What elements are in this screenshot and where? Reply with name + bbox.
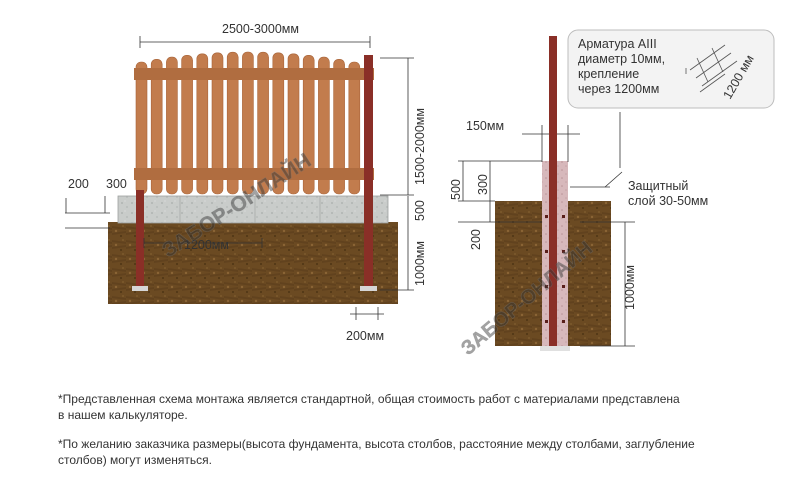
concrete-joints (179, 196, 321, 223)
post-footing-right (360, 286, 377, 291)
note-custom-sizes: *По желанию заказчика размеры(высота фун… (58, 436, 758, 468)
fence-picket (226, 51, 239, 195)
section-footing (540, 346, 570, 351)
protective-layer-label-1: Защитный (628, 179, 688, 193)
post-spacing-label: 1200мм (184, 238, 229, 252)
fence-picket (333, 58, 345, 195)
note-2-line-1: *По желанию заказчика размеры(высота фун… (58, 437, 695, 451)
fence-post-left (136, 190, 144, 288)
fence-picket (166, 56, 178, 195)
concrete-strip (117, 195, 389, 224)
pit-width-label: 200мм (346, 329, 384, 343)
callout-line-4: через 1200мм (578, 82, 659, 96)
fence-picket (242, 51, 254, 195)
fence-picket (272, 52, 285, 195)
picket-group (135, 51, 361, 195)
fence-picket (150, 58, 163, 195)
fence-height-label: 1500-2000мм (413, 108, 427, 185)
fence-picket (302, 54, 315, 195)
fence-picket (287, 53, 300, 195)
protective-layer-label-2: слой 30-50мм (628, 194, 708, 208)
section-200-label: 200 (469, 229, 483, 250)
fence-picket (196, 53, 209, 195)
base-200-label: 200 (68, 177, 89, 191)
dimension-lines-right (458, 112, 635, 347)
callout-line-3: крепление (578, 67, 639, 81)
fence-picket (348, 61, 361, 195)
section-300-label: 300 (476, 174, 490, 195)
pipe-150-label: 150мм (466, 119, 504, 133)
callout-line-2: диаметр 10мм, (578, 52, 665, 66)
rebar-marks (545, 215, 565, 323)
fence-picket (257, 51, 269, 195)
fence-rail-top (134, 68, 374, 80)
depth-left-label: 1000мм (413, 241, 427, 286)
cross-section (495, 36, 611, 351)
base-500-label: 500 (413, 200, 427, 221)
fence-picket (181, 54, 193, 195)
callout-box (567, 29, 775, 109)
rebar-callout: Арматура AIII диаметр 10мм, крепление че… (567, 29, 775, 109)
note-2-line-2: столбов) могут изменяться. (58, 453, 212, 467)
metal-post-section (549, 36, 557, 346)
section-500-label: 500 (449, 179, 463, 200)
fence-post-right (364, 55, 373, 288)
soil-block-left (108, 222, 398, 304)
fence-picket (318, 56, 330, 195)
note-1-line-2: в нашем калькуляторе. (58, 408, 188, 422)
fence-elevation (108, 51, 398, 304)
base-300-label: 300 (106, 177, 127, 191)
section-depth-label: 1000мм (623, 265, 637, 310)
fence-rail-bottom (134, 168, 374, 180)
rebar-cage-icon (685, 44, 738, 93)
post-footing-left (132, 286, 148, 291)
note-1-line-1: *Представленная схема монтажа является с… (58, 392, 680, 406)
dimension-lines-left (65, 36, 414, 320)
fence-picket (211, 52, 224, 195)
note-standard-scheme: *Представленная схема монтажа является с… (58, 391, 758, 423)
width-span-label: 2500-3000мм (222, 22, 299, 36)
callout-line-1: Арматура AIII (578, 37, 657, 51)
